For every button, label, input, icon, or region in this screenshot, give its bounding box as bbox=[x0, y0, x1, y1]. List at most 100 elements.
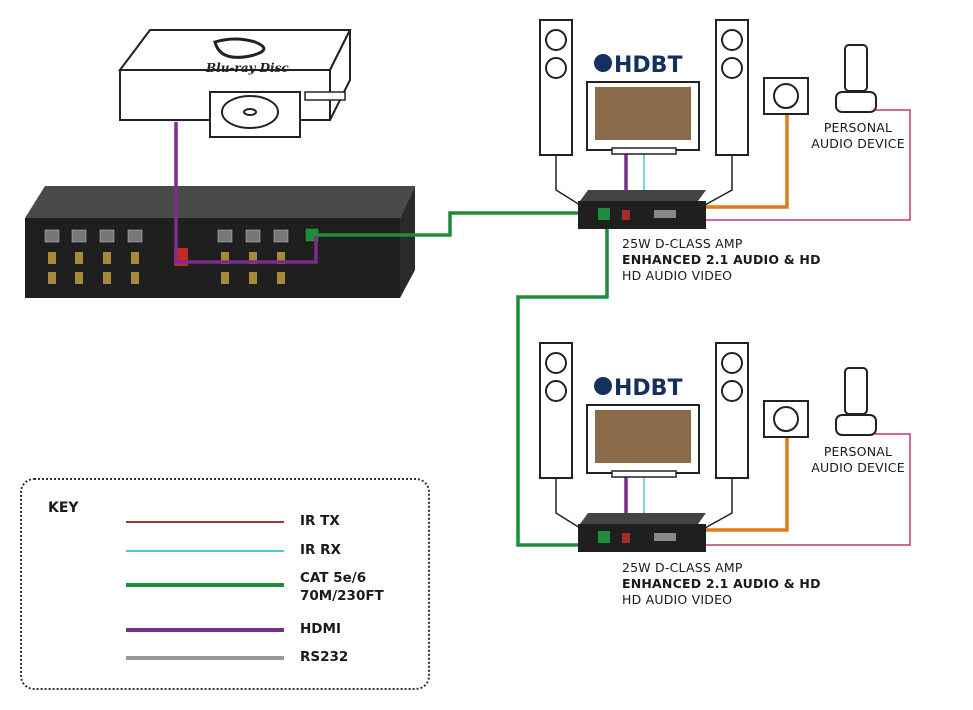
tv-stand bbox=[611, 147, 677, 155]
matrix-switcher bbox=[25, 186, 415, 298]
audio-cable-zone2 bbox=[698, 438, 789, 532]
dock-icon bbox=[835, 414, 877, 436]
key-label-hdmi: HDMI bbox=[300, 621, 341, 637]
speaker-left-driver bbox=[545, 29, 567, 51]
hdbt-logo-icon bbox=[594, 377, 612, 395]
zone-2-personal-label: PERSONAL AUDIO DEVICE bbox=[788, 444, 928, 476]
personal-line-2: AUDIO DEVICE bbox=[811, 136, 905, 151]
personal-line-1: PERSONAL bbox=[823, 120, 893, 135]
key-label-cat-line1: CAT 5e/6 bbox=[300, 570, 367, 586]
receiver-cat-port bbox=[598, 531, 610, 543]
receiver-audio-port bbox=[654, 210, 676, 218]
matrix-hdmi-port bbox=[277, 272, 285, 284]
speaker-wire-zone1-left bbox=[555, 155, 581, 206]
speaker-left-driver bbox=[545, 380, 567, 402]
phone-icon bbox=[844, 44, 868, 92]
key-label-cat-line2: 70M/230FT bbox=[300, 588, 384, 604]
matrix-port bbox=[127, 229, 143, 243]
zone-2-amp-label: 25W D-CLASS AMP ENHANCED 2.1 AUDIO & HD … bbox=[622, 560, 821, 608]
key-legend: KEY IR TX IR RX CAT 5e/6 70M/230FT HDMI … bbox=[20, 478, 430, 690]
zone-2-devices: HDBT bbox=[539, 342, 877, 552]
amp-line-1: 25W D-CLASS AMP bbox=[622, 236, 743, 251]
matrix-hdmi-port bbox=[75, 272, 83, 284]
receiver-cat-port bbox=[598, 208, 610, 220]
key-label-irtx: IR TX bbox=[300, 513, 340, 529]
receiver-audio-port bbox=[654, 533, 676, 541]
matrix-hdmi-port bbox=[75, 252, 83, 264]
dock-icon bbox=[835, 91, 877, 113]
hdbt-logo-text: HDBT bbox=[614, 376, 682, 401]
receiver-top bbox=[580, 513, 706, 524]
key-label-rs232: RS232 bbox=[300, 649, 349, 665]
tv-screen bbox=[595, 87, 691, 140]
personal-cable-zone2 bbox=[700, 433, 911, 546]
amp-line-3: HD AUDIO VIDEO bbox=[622, 592, 733, 607]
receiver-hdmi-port bbox=[622, 533, 630, 543]
key-line-cat bbox=[126, 583, 284, 587]
receiver bbox=[578, 524, 706, 552]
key-label-irrx: IR RX bbox=[300, 542, 341, 558]
speaker-left-driver bbox=[545, 57, 567, 79]
matrix-hdmi-port bbox=[277, 252, 285, 264]
matrix-hdmi-port bbox=[48, 252, 56, 264]
cat-cable-zone2 bbox=[516, 225, 609, 547]
amp-line-2: ENHANCED 2.1 AUDIO & HD bbox=[622, 576, 821, 591]
amp-line-1: 25W D-CLASS AMP bbox=[622, 560, 743, 575]
matrix-hdmi-port bbox=[221, 272, 229, 284]
matrix-hdmi-port bbox=[221, 252, 229, 264]
key-line-rs232 bbox=[126, 656, 284, 660]
speaker-right-driver bbox=[721, 352, 743, 374]
amp-line-2: ENHANCED 2.1 AUDIO & HD bbox=[622, 252, 821, 267]
key-title: KEY bbox=[48, 500, 79, 516]
hdmi-cable-bluray bbox=[174, 122, 318, 264]
matrix-port bbox=[71, 229, 87, 243]
zone-1-devices: HDBT bbox=[539, 19, 877, 229]
matrix-port bbox=[44, 229, 60, 243]
hdbt-logo-text: HDBT bbox=[614, 53, 682, 78]
personal-cable-zone1 bbox=[700, 109, 911, 221]
matrix-port bbox=[99, 229, 115, 243]
speaker-wire-zone1-right bbox=[704, 155, 733, 206]
speaker-wire-zone2-right bbox=[704, 478, 733, 529]
bluray-logo-text: Blu-ray Disc bbox=[205, 61, 289, 75]
personal-line-1: PERSONAL bbox=[823, 444, 893, 459]
phone-icon bbox=[844, 367, 868, 415]
amp-line-3: HD AUDIO VIDEO bbox=[622, 268, 733, 283]
subwoofer-driver bbox=[773, 406, 799, 432]
speaker-right-driver bbox=[721, 29, 743, 51]
matrix-hdmi-port bbox=[131, 252, 139, 264]
audio-cable-zone1 bbox=[698, 112, 789, 209]
receiver bbox=[578, 201, 706, 229]
matrix-port bbox=[245, 229, 261, 243]
speaker-left-driver bbox=[545, 352, 567, 374]
receiver-hdmi-port bbox=[622, 210, 630, 220]
cat-cable-zone1 bbox=[318, 211, 580, 237]
zone-1-amp-label: 25W D-CLASS AMP ENHANCED 2.1 AUDIO & HD … bbox=[622, 236, 821, 284]
matrix-hdmi-port bbox=[249, 272, 257, 284]
personal-line-2: AUDIO DEVICE bbox=[811, 460, 905, 475]
speaker-wire-zone2-left bbox=[555, 478, 581, 529]
zone-1-personal-label: PERSONAL AUDIO DEVICE bbox=[788, 120, 928, 152]
key-line-irrx bbox=[126, 550, 284, 552]
tv-stand bbox=[611, 470, 677, 478]
bluray-player: Blu-ray Disc bbox=[118, 29, 352, 138]
matrix-port bbox=[217, 229, 233, 243]
key-label-cat: CAT 5e/6 70M/230FT bbox=[300, 569, 384, 605]
matrix-hdmi-port bbox=[103, 272, 111, 284]
matrix-hdmi-port bbox=[249, 252, 257, 264]
cables bbox=[174, 109, 911, 547]
matrix-ports bbox=[44, 229, 289, 284]
bluray-logo: Blu-ray Disc bbox=[205, 37, 289, 75]
speaker-right-driver bbox=[721, 380, 743, 402]
key-line-irtx bbox=[126, 521, 284, 523]
matrix-hdmi-port bbox=[131, 272, 139, 284]
subwoofer-driver bbox=[773, 83, 799, 109]
tv-screen bbox=[595, 410, 691, 463]
matrix-hdmi-port bbox=[48, 272, 56, 284]
matrix-hdmi-port bbox=[103, 252, 111, 264]
speaker-right-driver bbox=[721, 57, 743, 79]
hdbt-logo-icon bbox=[594, 54, 612, 72]
receiver-top bbox=[580, 190, 706, 201]
matrix-port bbox=[273, 229, 289, 243]
